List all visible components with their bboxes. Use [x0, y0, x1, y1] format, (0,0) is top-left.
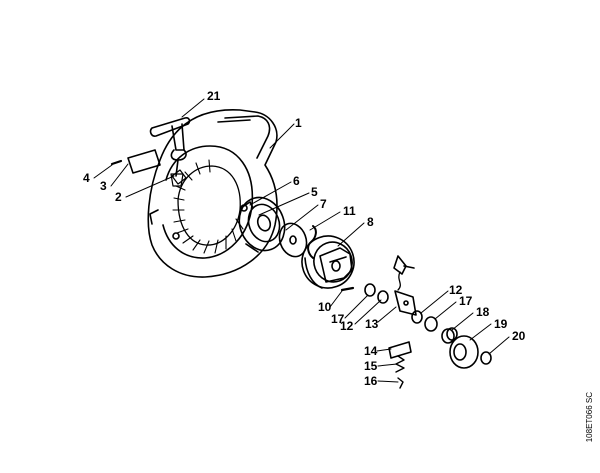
- callout-10: 10: [318, 300, 332, 314]
- callout-2: 2: [115, 190, 122, 204]
- disc-part: [449, 335, 479, 369]
- callout-12-left: 12: [340, 319, 354, 333]
- drawing-code: 108ET066 SC: [585, 392, 594, 443]
- callout-4: 4: [83, 171, 90, 185]
- small-pin-part: [340, 286, 355, 292]
- washer-12b-part: [411, 310, 423, 324]
- clip-part: [388, 341, 412, 359]
- callout-17-left: 17: [331, 312, 345, 326]
- callout-13: 13: [365, 317, 379, 331]
- fan-housing-part: [147, 109, 278, 278]
- callout-3: 3: [100, 179, 107, 193]
- washer-17a-part: [364, 283, 376, 297]
- callout-20: 20: [512, 329, 526, 343]
- callout-5: 5: [311, 185, 318, 199]
- washer-17b-part: [424, 316, 438, 332]
- pin-part: [110, 159, 123, 166]
- callout-11: 11: [343, 204, 356, 218]
- bushing-part: [441, 327, 458, 344]
- washer-12a-part: [377, 290, 389, 304]
- starter-grip-part: [149, 117, 191, 187]
- washer-part: [278, 222, 308, 258]
- nut-part: [480, 351, 492, 365]
- callout-12-right: 12: [449, 283, 463, 297]
- callout-19: 19: [494, 317, 508, 331]
- callout-7: 7: [320, 197, 327, 211]
- callout-6: 6: [293, 174, 300, 188]
- callout-17-right: 17: [459, 294, 473, 308]
- screw-part: [397, 377, 404, 389]
- rope-rotor-part: [238, 196, 286, 253]
- callout-21: 21: [207, 89, 221, 103]
- callout-16: 16: [364, 374, 378, 388]
- callout-18: 18: [476, 305, 490, 319]
- callout-14: 14: [364, 344, 378, 358]
- pawl-part: [393, 255, 417, 316]
- plate-part: [127, 149, 161, 174]
- callout-15: 15: [364, 359, 378, 373]
- callout-1: 1: [295, 116, 302, 130]
- pulley-part: [301, 235, 355, 289]
- callout-8: 8: [367, 215, 374, 229]
- leader-lines: [93, 98, 510, 383]
